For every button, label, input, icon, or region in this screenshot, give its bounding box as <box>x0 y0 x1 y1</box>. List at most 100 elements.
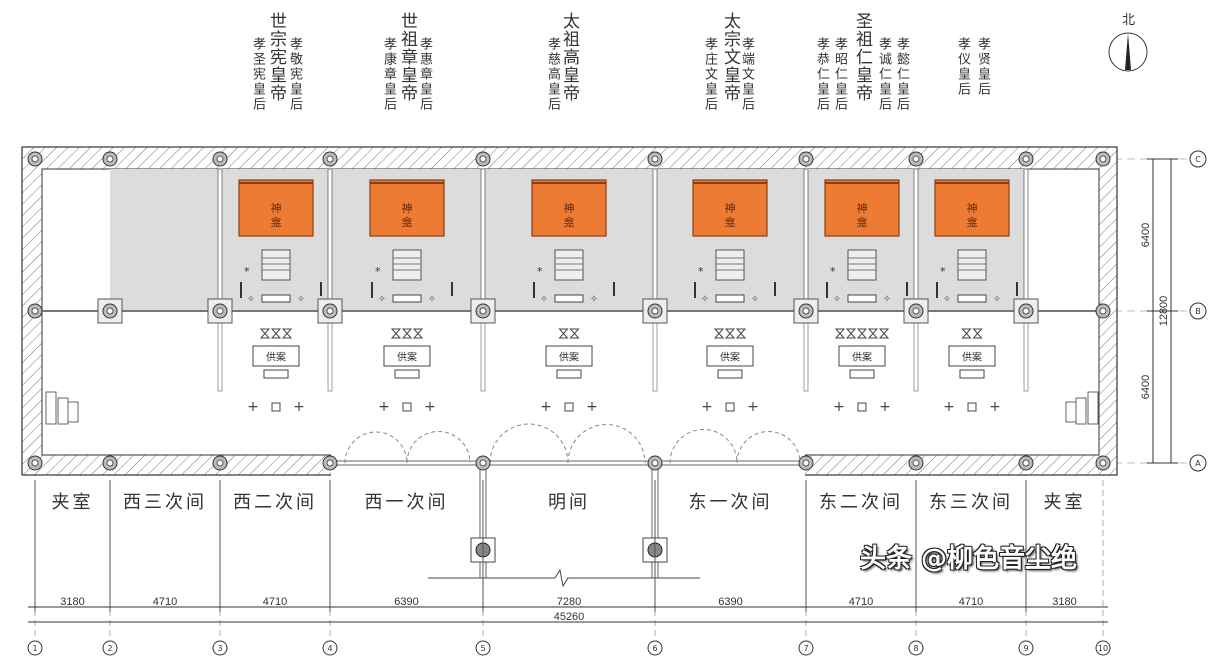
niche <box>692 179 768 237</box>
altar-table <box>545 345 593 367</box>
vessel-icon <box>569 328 580 339</box>
side-cabinet <box>1087 391 1099 425</box>
candle-icon: ✧ <box>993 294 1001 305</box>
vessel-icon <box>735 328 747 339</box>
partition <box>913 168 919 312</box>
column-core <box>106 459 114 467</box>
candle-icon: ✧ <box>297 294 305 305</box>
niche-label: 神龛 <box>856 202 868 229</box>
column-core <box>216 307 224 315</box>
bay-dimension: 6390 <box>718 596 743 608</box>
niche-steps <box>957 249 987 281</box>
kneeling-cushion <box>263 369 289 379</box>
niche-label: 神龛 <box>563 202 575 229</box>
partition <box>803 168 809 312</box>
axis-bubble <box>798 640 814 656</box>
side-cabinet <box>1065 401 1077 423</box>
side-cabinet <box>67 401 79 423</box>
bay-dimension: 3180 <box>1052 596 1077 608</box>
axis-bubble <box>475 640 491 656</box>
side-cabinet <box>1075 397 1087 425</box>
consort-tablet: 孝贤皇后 <box>975 37 990 97</box>
kneeling-cushion <box>717 369 743 379</box>
door-swing <box>406 431 471 464</box>
consort-tablet: 孝懿仁皇后 <box>894 37 909 112</box>
column-core <box>651 155 659 163</box>
total-depth: 12800 <box>1158 295 1170 327</box>
consort-tablet: 孝昭仁皇后 <box>832 37 847 112</box>
vessel-icon <box>390 328 402 339</box>
kneeling-cushion <box>394 369 420 379</box>
column-core <box>1099 459 1107 467</box>
column-core <box>479 307 487 315</box>
emperor-tablet: 圣祖仁皇帝 <box>852 12 872 102</box>
incense-burner <box>402 402 412 412</box>
incense-burner <box>564 402 574 412</box>
column-core <box>479 155 487 163</box>
axis-number: 4 <box>327 644 332 653</box>
niche-steps <box>715 249 745 281</box>
axis-letter: C <box>1195 155 1201 164</box>
vessel-icon <box>972 328 983 339</box>
flower-icon: * <box>698 265 704 278</box>
room-label: 西三次间 <box>123 492 207 513</box>
kneeling-cushion <box>959 369 985 379</box>
axis-bubble <box>212 640 228 656</box>
niche-label: 神龛 <box>401 202 413 229</box>
depth-dimension: 6400 <box>1140 374 1152 400</box>
altar-label: 供案 <box>397 352 417 364</box>
axis-bubble <box>1189 302 1207 320</box>
cross-icon: + <box>701 399 713 415</box>
incense-burner <box>725 402 735 412</box>
consort-tablet: 孝恭仁皇后 <box>814 37 829 112</box>
door-swing <box>489 423 569 464</box>
vessel-icon <box>412 328 424 339</box>
consort-tablet: 孝慈高皇后 <box>545 37 560 112</box>
incense-table <box>261 294 291 303</box>
candle-icon: ✧ <box>883 294 891 305</box>
room-label: 西一次间 <box>364 492 449 513</box>
column-core <box>651 459 659 467</box>
consort-tablet: 孝庄文皇后 <box>702 37 717 112</box>
room-label: 夹室 <box>51 492 94 513</box>
consort-tablet: 孝敬宪皇后 <box>287 37 302 112</box>
column-core <box>216 459 224 467</box>
room-label: 夹室 <box>1043 492 1086 513</box>
incense-table <box>392 294 422 303</box>
bay-dimension: 4710 <box>152 596 178 608</box>
axis-bubble <box>908 640 924 656</box>
cross-icon: + <box>247 399 259 415</box>
north-label: 北 <box>1122 13 1136 28</box>
incense-table <box>715 294 745 303</box>
column-core <box>1022 155 1030 163</box>
axis-bubble <box>27 640 43 656</box>
column-core <box>326 155 334 163</box>
bay-dimension: 4710 <box>848 596 874 608</box>
door-swing <box>669 429 738 464</box>
consort-tablet: 孝惠章皇后 <box>417 37 432 112</box>
vessel-icon <box>259 328 271 339</box>
axis-bubble <box>322 640 338 656</box>
niche-steps <box>392 249 422 281</box>
vessel-icon <box>270 328 282 339</box>
altar-table <box>383 345 431 367</box>
niche-label: 神龛 <box>966 202 978 229</box>
column-core <box>326 459 334 467</box>
room-label: 明间 <box>548 492 590 513</box>
column-core <box>106 307 114 315</box>
axis-number: 6 <box>652 644 657 653</box>
axis-number: 2 <box>107 644 112 653</box>
candle-icon: ✧ <box>833 294 841 305</box>
bay-dimension: 7280 <box>556 596 582 608</box>
vessel-icon <box>867 328 879 339</box>
altar-table <box>252 345 300 367</box>
column-core <box>912 155 920 163</box>
column-core <box>912 459 920 467</box>
cross-icon: + <box>989 399 1001 415</box>
vessel-icon <box>724 328 736 339</box>
emperor-tablet: 世宗宪皇帝 <box>266 12 286 102</box>
column-core <box>1099 155 1107 163</box>
partition <box>217 168 223 312</box>
break-line <box>428 568 700 588</box>
altar-label: 供案 <box>852 352 872 364</box>
